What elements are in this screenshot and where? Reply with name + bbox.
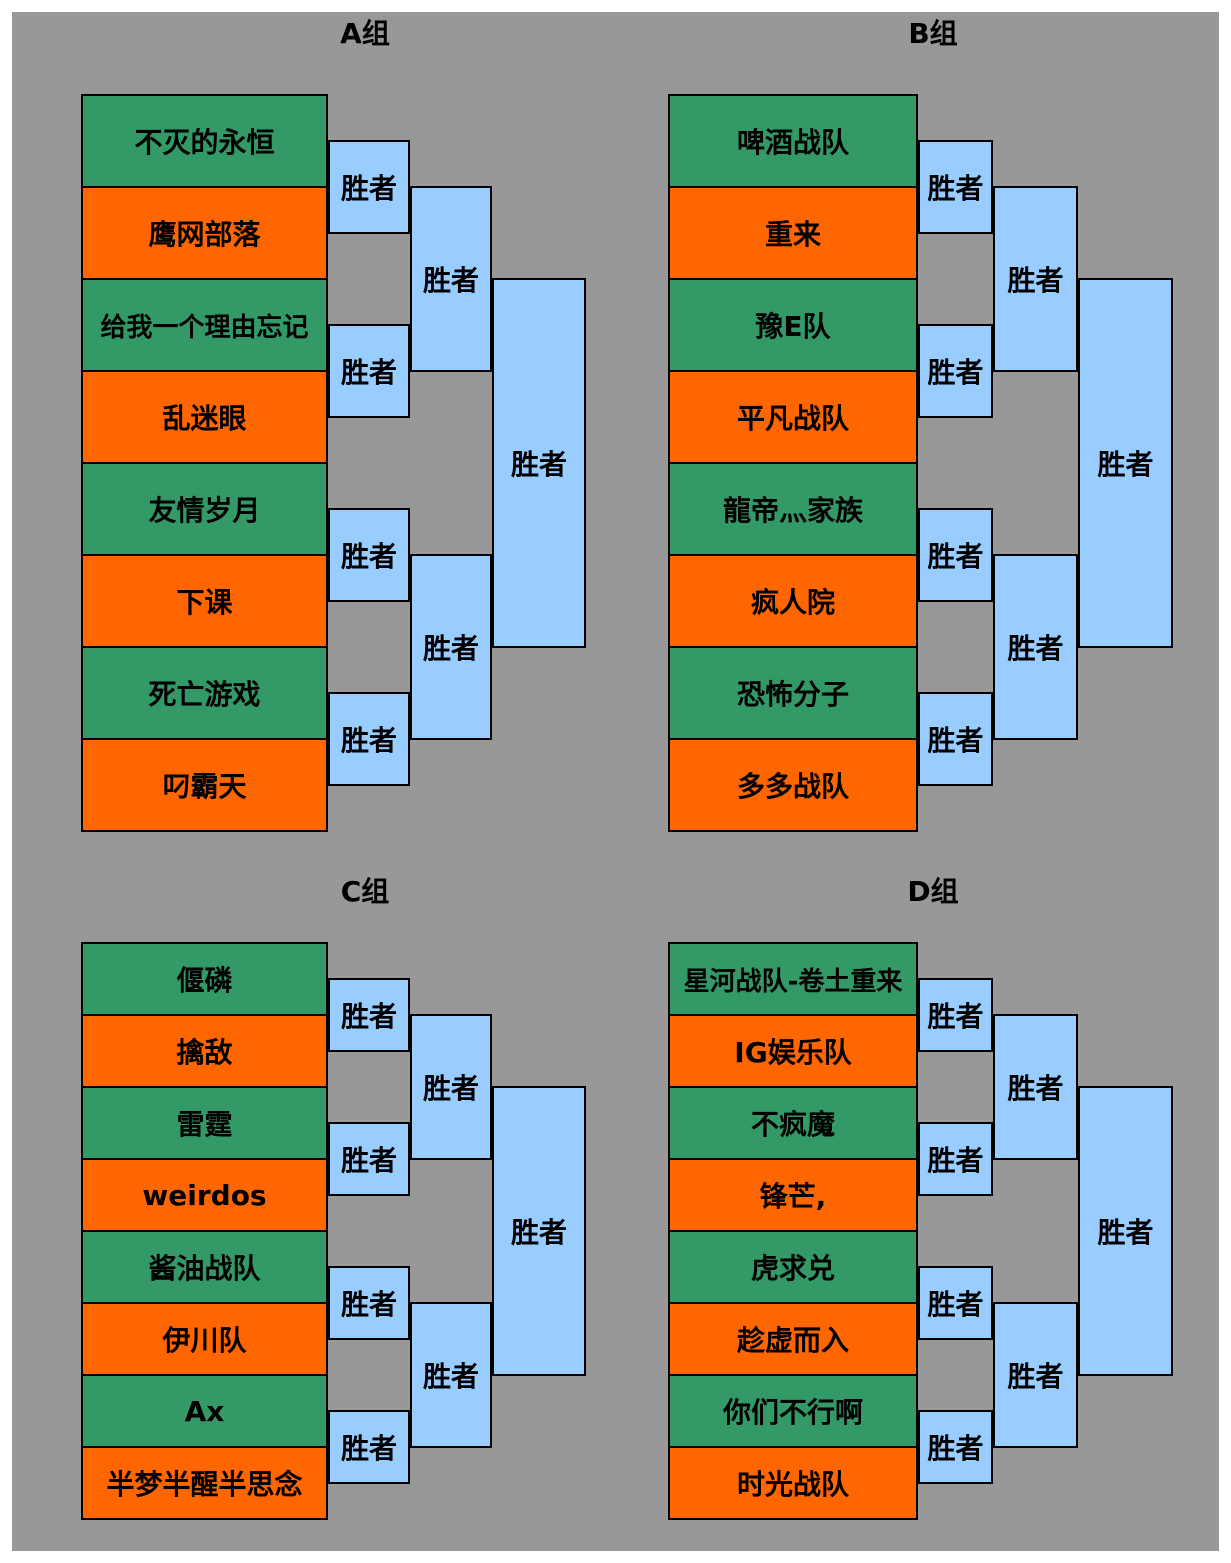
team-slot: 不灭的永恒 [81,94,328,188]
team-slot: 叼霸天 [81,738,328,832]
group-title-a: A组 [340,17,390,50]
winner-box-round2: 胜者 [993,1014,1078,1160]
winner-box-round2: 胜者 [993,1302,1078,1448]
group-title-d: D组 [907,875,959,908]
winner-box-round1: 胜者 [918,1122,993,1196]
team-slot: 啤酒战队 [668,94,918,188]
winner-box-round1: 胜者 [918,1266,993,1340]
team-slot: IG娱乐队 [668,1014,918,1088]
group-winner-box: 胜者 [1078,1086,1173,1376]
team-slot: 乱迷眼 [81,370,328,464]
team-slot: 伊川队 [81,1302,328,1376]
team-slot: 趁虚而入 [668,1302,918,1376]
winner-box-round2: 胜者 [993,186,1078,372]
winner-box-round1: 胜者 [328,1266,410,1340]
team-slot: 你们不行啊 [668,1374,918,1448]
team-slot: 疯人院 [668,554,918,648]
team-slot: 酱油战队 [81,1230,328,1304]
team-slot: 半梦半醒半思念 [81,1446,328,1520]
team-slot: 友情岁月 [81,462,328,556]
winner-box-round1: 胜者 [328,140,410,234]
team-slot: 偃磷 [81,942,328,1016]
team-slot: 死亡游戏 [81,646,328,740]
winner-box-round1: 胜者 [918,140,993,234]
team-slot: 星河战队-卷土重来 [668,942,918,1016]
team-slot: 重来 [668,186,918,280]
team-slot: 给我一个理由忘记 [81,278,328,372]
winner-box-round1: 胜者 [328,1122,410,1196]
winner-box-round1: 胜者 [918,978,993,1052]
team-slot: 不疯魔 [668,1086,918,1160]
winner-box-round2: 胜者 [410,1014,492,1160]
team-slot: 恐怖分子 [668,646,918,740]
winner-box-round2: 胜者 [410,554,492,740]
team-slot: 虎求兑 [668,1230,918,1304]
winner-box-round1: 胜者 [328,692,410,786]
team-slot: 时光战队 [668,1446,918,1520]
group-winner-box: 胜者 [492,278,586,648]
group-title-c: C组 [340,875,390,908]
winner-box-round1: 胜者 [328,324,410,418]
winner-box-round2: 胜者 [993,554,1078,740]
team-slot: 多多战队 [668,738,918,832]
winner-box-round2: 胜者 [410,1302,492,1448]
winner-box-round1: 胜者 [328,978,410,1052]
winner-box-round1: 胜者 [918,508,993,602]
team-slot: 擒敌 [81,1014,328,1088]
winner-box-round1: 胜者 [918,324,993,418]
group-winner-box: 胜者 [1078,278,1173,648]
team-slot: 鹰网部落 [81,186,328,280]
team-slot: Ax [81,1374,328,1448]
team-slot: 锋芒, [668,1158,918,1232]
winner-box-round1: 胜者 [328,1410,410,1484]
team-slot: 龍帝灬家族 [668,462,918,556]
winner-box-round2: 胜者 [410,186,492,372]
team-slot: 平凡战队 [668,370,918,464]
bracket-canvas: A组不灭的永恒鹰网部落给我一个理由忘记乱迷眼友情岁月下课死亡游戏叼霸天胜者胜者胜… [12,12,1219,1551]
team-slot: 下课 [81,554,328,648]
group-winner-box: 胜者 [492,1086,586,1376]
winner-box-round1: 胜者 [918,692,993,786]
winner-box-round1: 胜者 [918,1410,993,1484]
winner-box-round1: 胜者 [328,508,410,602]
team-slot: 豫E队 [668,278,918,372]
group-title-b: B组 [908,17,958,50]
team-slot: weirdos [81,1158,328,1232]
team-slot: 雷霆 [81,1086,328,1160]
